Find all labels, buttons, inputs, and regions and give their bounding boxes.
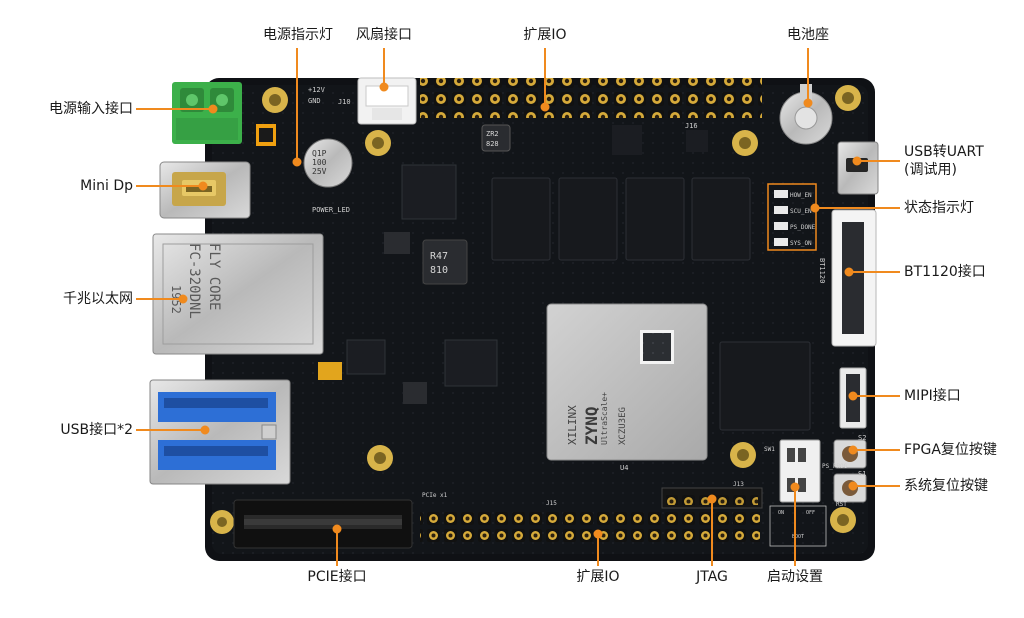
chip-brand-silk: XILINX: [566, 405, 579, 445]
bt1120-silk: BT1120: [818, 258, 826, 283]
power-terminal: [172, 82, 242, 144]
fan-connector: [357, 77, 417, 125]
boot-silk: BOOT: [792, 534, 804, 540]
svg-text:810: 810: [430, 265, 448, 276]
fpga-reset-button: [833, 439, 867, 469]
j16-silk: J16: [685, 122, 698, 130]
label-mini-dp: Mini Dp: [80, 178, 133, 194]
status-led-group: HOW_EN SCU_EN PS_DONE SYS_ON: [767, 183, 817, 251]
usb-uart-connector: [837, 141, 879, 195]
pcie-slot: [233, 499, 413, 549]
label-fpga-reset: FPGA复位按键: [904, 442, 997, 458]
ethernet-jack: FLY CORE FC-320DNL 1952: [152, 233, 324, 355]
label-bt1120: BT1120接口: [904, 264, 986, 280]
plus12v-silk: +12V: [308, 86, 326, 94]
label-pcie: PCIE接口: [307, 569, 367, 585]
ddr-memory-chips: [491, 177, 751, 261]
j10-silk: J10: [338, 98, 351, 106]
label-power-led: 电源指示灯: [263, 27, 333, 43]
battery-holder: [779, 84, 833, 145]
s2-silk: S2: [858, 434, 866, 442]
rst-silk: RST: [836, 501, 847, 508]
chip-sub-silk: UltraScale+: [600, 392, 609, 445]
boot-dip-switch: [779, 439, 821, 503]
led-sys-silk: SYS_ON: [790, 240, 812, 247]
label-mipi: MIPI接口: [904, 388, 961, 404]
off-silk: OFF: [806, 510, 815, 516]
pcie-silk: PCIe x1: [422, 492, 448, 499]
chip-part-silk: XCZU3EG: [618, 407, 628, 445]
j13-silk: J13: [733, 481, 744, 488]
label-usb-x2: USB接口*2: [60, 422, 133, 438]
label-fan-port: 风扇接口: [356, 27, 412, 43]
power-led-silk: POWER_LED: [312, 206, 350, 214]
mounting-holes: [210, 85, 861, 534]
sw1-silk: SW1: [764, 446, 775, 453]
eth-brand-silk: FLY CORE: [206, 243, 222, 310]
led-scu-silk: SCU_EN: [790, 208, 812, 215]
svg-text:R47: R47: [430, 251, 448, 262]
label-boot-config: 启动设置: [767, 569, 823, 585]
label-system-reset: 系统复位按键: [904, 478, 988, 494]
inductor: R47 810: [422, 239, 468, 285]
bt1120-connector: [831, 209, 877, 347]
label-usb-uart: USB转UART (调试用): [904, 144, 984, 178]
u4-silk: U4: [620, 464, 628, 472]
usb-connector: [149, 379, 291, 485]
on-silk: ON: [778, 510, 784, 516]
ps-prog-silk: PS_PROG: [822, 463, 848, 470]
led-ps-silk: PS_DONE: [790, 224, 816, 231]
s1-silk: S1: [858, 470, 866, 478]
svg-text:828: 828: [486, 140, 499, 148]
label-expansion-io-top: 扩展IO: [523, 27, 567, 43]
svg-text:ZR2: ZR2: [486, 130, 499, 138]
gnd-silk: GND: [308, 97, 321, 105]
chip-family-silk: ZYNQ: [582, 406, 601, 445]
label-expansion-io-bottom: 扩展IO: [576, 569, 620, 585]
label-gigabit-ethernet: 千兆以太网: [63, 291, 133, 307]
label-battery-holder: 电池座: [787, 27, 829, 43]
j15-silk: J15: [546, 500, 557, 507]
led-how-silk: HOW_EN: [790, 192, 812, 199]
label-status-leds: 状态指示灯: [904, 200, 974, 216]
mini-dp-connector: [159, 161, 251, 219]
label-jtag: JTAG: [696, 569, 728, 585]
expansion-header-top: [420, 78, 762, 118]
leader-lines: [136, 48, 900, 566]
zynq-soc: XILINX ZYNQ UltraScale+ XCZU3EG: [546, 303, 708, 461]
label-power-input: 电源输入接口: [49, 101, 133, 117]
expansion-header-bottom: [420, 508, 760, 542]
eth-model-silk: FC-320DNL: [186, 243, 202, 319]
